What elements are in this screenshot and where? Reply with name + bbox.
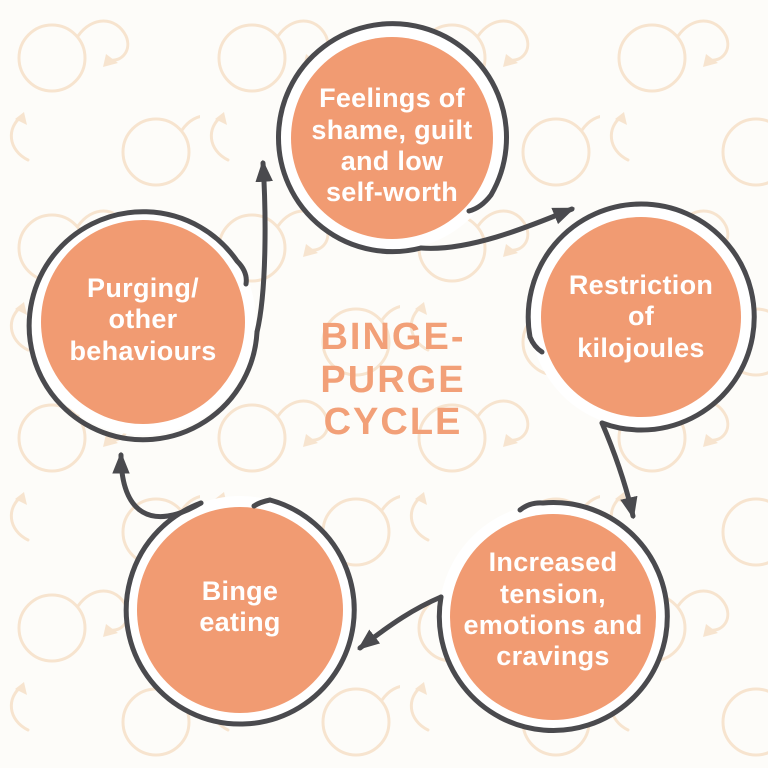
- node-label-increased-tension: Increased tension, emotions and cravings: [463, 547, 643, 672]
- node-increased-tension: Increased tension, emotions and cravings: [450, 514, 656, 720]
- node-label-restriction: Restriction of kilojoules: [568, 270, 714, 363]
- node-binge-eating: Binge eating: [137, 507, 343, 713]
- node-purging: Purging/ other behaviours: [41, 220, 245, 424]
- node-feelings: Feelings of shame, guilt and low self-wo…: [291, 37, 493, 239]
- node-label-feelings: Feelings of shame, guilt and low self-wo…: [311, 83, 473, 208]
- node-label-binge-eating: Binge eating: [199, 575, 281, 637]
- node-label-purging: Purging/ other behaviours: [69, 273, 217, 366]
- diagram-title: BINGE- PURGE CYCLE: [320, 316, 466, 444]
- node-restriction: Restriction of kilojoules: [541, 217, 741, 417]
